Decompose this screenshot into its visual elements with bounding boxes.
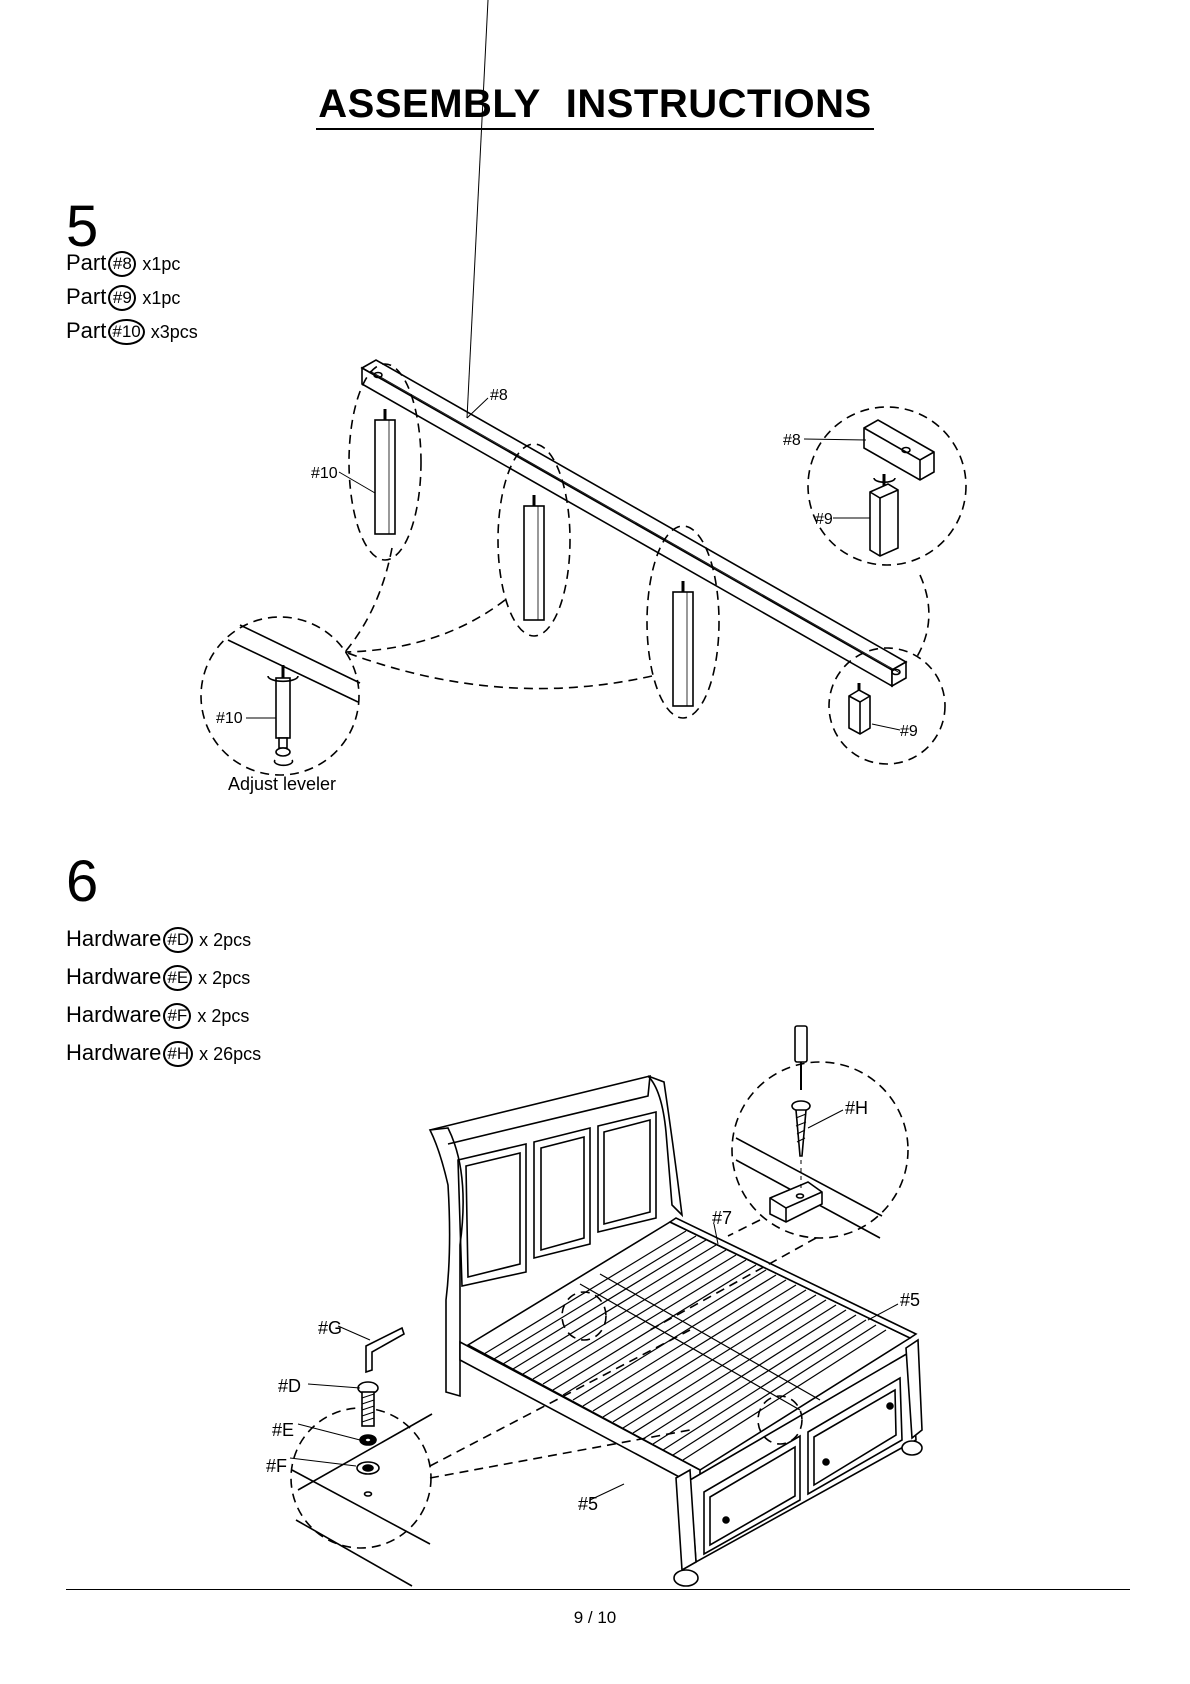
detail-circle-bolt-d-e-f bbox=[290, 1326, 432, 1586]
callout-hardware-g: #G bbox=[318, 1318, 342, 1338]
callout-hardware-h: #H bbox=[845, 1098, 868, 1118]
center-leg-part-10 bbox=[375, 409, 395, 534]
detail-circle-leg-9-install bbox=[804, 407, 966, 565]
callout-part-9: #9 bbox=[900, 723, 918, 740]
callout-part-8-detail: #8 bbox=[783, 432, 801, 449]
step-5-diagram bbox=[201, 0, 966, 775]
callout-part-5-right: #5 bbox=[900, 1290, 920, 1310]
callout-hardware-d: #D bbox=[278, 1376, 301, 1396]
callout-part-9-detail: #9 bbox=[815, 511, 833, 528]
detail-circle-adjust-leveler bbox=[201, 617, 360, 775]
page-number: 9 / 10 bbox=[0, 1608, 1190, 1628]
callout-part-7: #7 bbox=[712, 1208, 732, 1228]
callout-part-10: #10 bbox=[311, 465, 338, 482]
callout-part-5-left: #5 bbox=[578, 1494, 598, 1514]
center-leg-part-10 bbox=[673, 581, 693, 706]
detail-circle-screw-h bbox=[736, 1026, 882, 1238]
callout-hardware-e: #E bbox=[272, 1420, 294, 1440]
step-6-diagram bbox=[290, 1026, 922, 1586]
callout-part-8: #8 bbox=[490, 387, 508, 404]
adjust-leveler-caption: Adjust leveler bbox=[228, 774, 336, 794]
footer-divider bbox=[66, 1589, 1130, 1590]
callout-hardware-f: #F bbox=[266, 1456, 287, 1476]
center-leg-part-10 bbox=[524, 495, 544, 620]
callout-part-10-leveler: #10 bbox=[216, 710, 243, 727]
